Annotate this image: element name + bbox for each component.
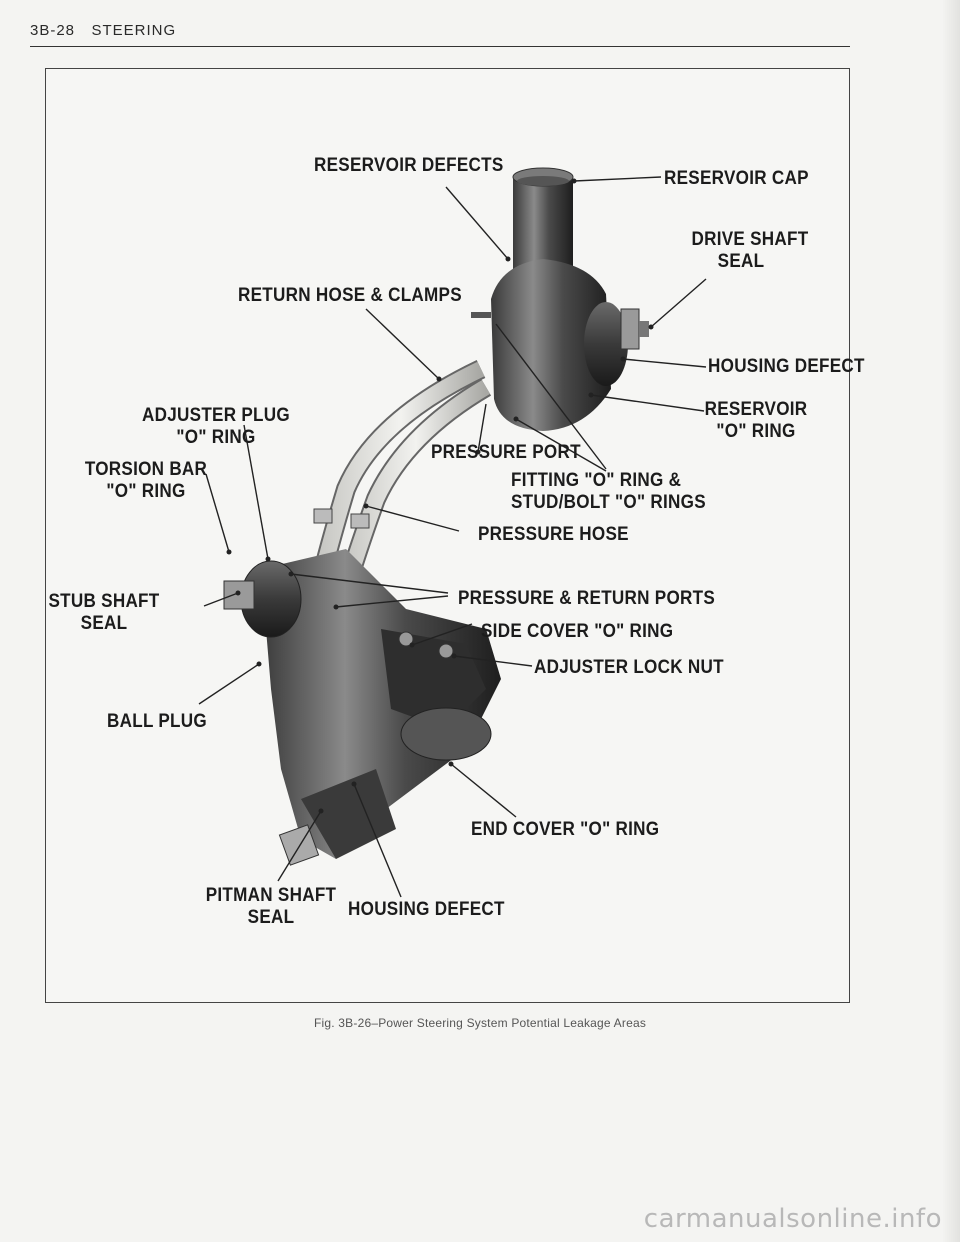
label-adjuster-lock-nut: ADJUSTER LOCK NUT	[534, 657, 724, 678]
label-housing-defect-gear: HOUSING DEFECT	[348, 899, 505, 920]
label-adjuster-plug-o-ring: ADJUSTER PLUG "O" RING	[142, 405, 290, 448]
reservoir-cap-rim	[517, 176, 569, 186]
label-housing-defect-pump: HOUSING DEFECT	[708, 356, 865, 377]
label-stub-shaft-seal: STUB SHAFT SEAL	[48, 591, 160, 634]
section-title: STEERING	[91, 22, 177, 39]
watermark: carmanualsonline.info	[643, 1204, 942, 1234]
pump-face	[584, 302, 628, 386]
side-cover	[381, 629, 486, 729]
power-steering-illustration	[198, 167, 707, 898]
end-cover	[400, 707, 492, 761]
label-reservoir-cap: RESERVOIR CAP	[664, 168, 809, 189]
figure-frame: RESERVOIR DEFECTS RESERVOIR CAP DRIVE SH…	[45, 68, 864, 1003]
label-fitting-o-ring: FITTING "O" RING & STUD/BOLT "O" RINGS	[511, 470, 706, 513]
drive-shaft	[620, 308, 640, 350]
return-fitting	[471, 312, 491, 318]
label-pitman-shaft-seal: PITMAN SHAFT SEAL	[205, 885, 337, 928]
page-edge-shadow	[942, 0, 960, 1242]
label-ball-plug: BALL PLUG	[107, 711, 207, 732]
steering-gear	[223, 549, 501, 866]
label-reservoir-o-ring: RESERVOIR "O" RING	[704, 399, 808, 442]
adjuster-lock-nut-shape	[438, 643, 454, 659]
side-cover-bolt	[398, 631, 414, 647]
label-pressure-return-ports: PRESSURE & RETURN PORTS	[458, 588, 716, 609]
label-drive-shaft-seal: DRIVE SHAFT SEAL	[691, 229, 809, 272]
leader-lines	[198, 176, 707, 898]
gear-housing	[261, 549, 501, 859]
label-side-cover-o-ring: SIDE COVER "O" RING	[481, 621, 674, 642]
hose-clamp-2	[350, 513, 370, 529]
label-pressure-hose: PRESSURE HOSE	[478, 524, 629, 545]
leader-arrowheads	[226, 178, 654, 814]
drive-shaft-end	[639, 321, 649, 337]
label-torsion-bar-o-ring: TORSION BAR "O" RING	[84, 459, 208, 502]
return-hose	[313, 361, 485, 581]
figure-caption: Fig. 3B-26–Power Steering System Potenti…	[313, 1016, 647, 1030]
pump-body	[491, 259, 611, 431]
pitman-shaft	[278, 824, 320, 866]
pump-assembly	[471, 167, 649, 431]
label-return-hose-clamps: RETURN HOSE & CLAMPS	[238, 285, 462, 306]
label-end-cover-o-ring: END COVER "O" RING	[471, 819, 660, 840]
pitman-shaft-housing	[301, 769, 396, 859]
label-reservoir-defects: RESERVOIR DEFECTS	[314, 155, 504, 176]
page-number: 3B-28	[30, 22, 76, 39]
hose-clamp-1	[313, 508, 333, 524]
label-pressure-port: PRESSURE PORT	[431, 442, 581, 463]
page-header: 3B-28 STEERING	[30, 22, 850, 47]
